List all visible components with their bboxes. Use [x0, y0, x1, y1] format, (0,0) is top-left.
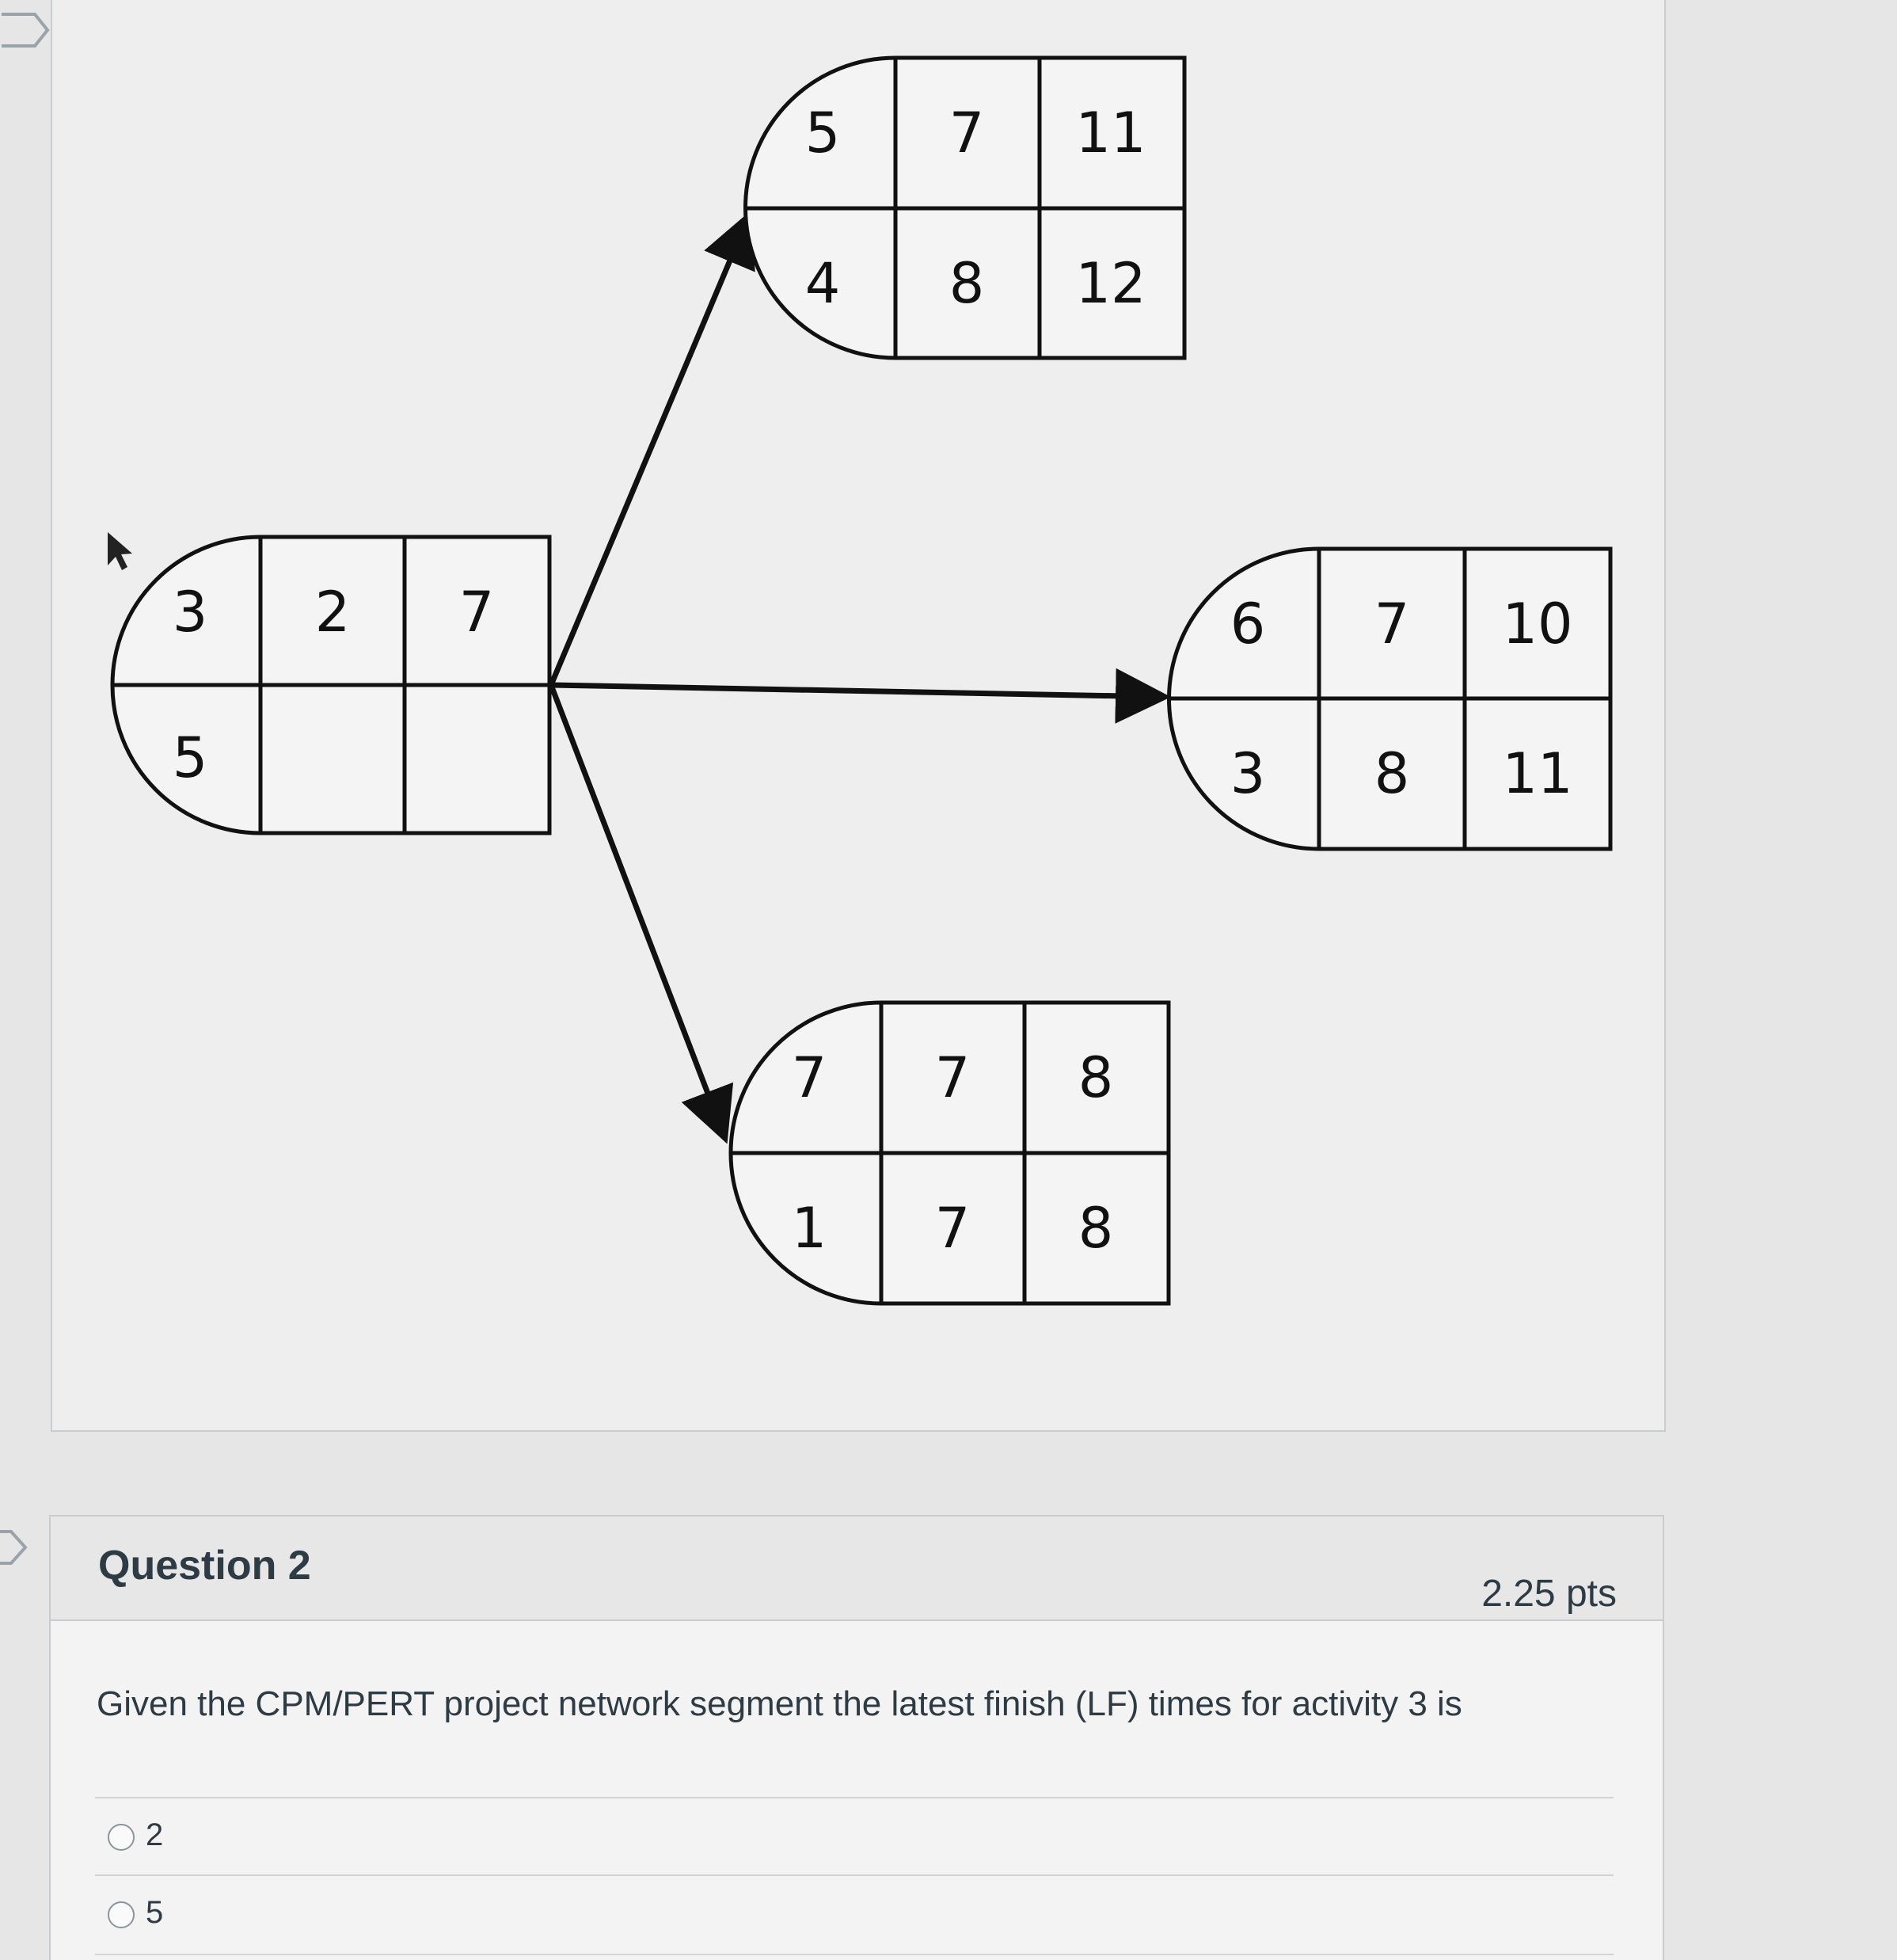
network-diagram: 3 2 7 5 5 7 11 4 8 12 6 7: [108, 55, 1613, 1306]
node-cell: 6: [1230, 592, 1266, 657]
node-cell: 7: [949, 101, 985, 166]
node-cell: 7: [459, 580, 495, 645]
node-activity-7: 7 7 8 1 7 8: [728, 1000, 1171, 1306]
node-cell: 3: [173, 580, 208, 645]
answer-label: 2: [146, 1817, 164, 1852]
node-cell: 7: [935, 1045, 971, 1110]
node-activity-5: 5 7 11 4 8 12: [743, 55, 1187, 360]
question-header: Question 2 2.25 pts: [51, 1517, 1663, 1621]
answer-option[interactable]: 2: [95, 1797, 1614, 1876]
node-activity-3: 3 2 7 5: [110, 535, 552, 835]
arrow-icon: [550, 668, 1171, 724]
question-points: 2.25 pts: [1481, 1573, 1617, 1615]
answer-label: 5: [146, 1895, 164, 1930]
node-cell: 5: [173, 725, 208, 790]
node-cell: 8: [949, 251, 985, 316]
arrow-icon: [548, 210, 755, 687]
question-card: Question 2 2.25 pts Given the CPM/PERT p…: [49, 1515, 1664, 1960]
node-cell: 10: [1502, 592, 1572, 657]
node-cell: 11: [1075, 101, 1146, 166]
question-text: Given the CPM/PERT project network segme…: [97, 1684, 1462, 1723]
node-cell: 4: [805, 251, 841, 316]
node-cell: 8: [1078, 1045, 1114, 1110]
radio-icon[interactable]: [108, 1824, 135, 1851]
node-cell: 3: [1230, 741, 1266, 806]
answer-option[interactable]: 5: [95, 1874, 1614, 1955]
flag-icon[interactable]: [0, 1528, 51, 1566]
flag-icon[interactable]: [0, 11, 51, 49]
radio-icon[interactable]: [108, 1901, 135, 1928]
diagram-panel: 3 2 7 5 5 7 11 4 8 12 6 7: [51, 0, 1666, 1432]
node-activity-6: 6 7 10 3 8 11: [1167, 546, 1613, 851]
question-title: Question 2: [98, 1543, 311, 1589]
node-cell: 7: [792, 1045, 827, 1110]
node-cell: 1: [792, 1196, 827, 1261]
node-cell: 12: [1075, 251, 1146, 316]
node-cell: 2: [315, 580, 351, 645]
node-cell: 8: [1374, 741, 1410, 806]
arrow-icon: [548, 683, 734, 1144]
arrows: [548, 210, 1171, 1144]
cursor-icon: [108, 532, 132, 570]
node-cell: 11: [1502, 741, 1572, 806]
node-cell: 8: [1078, 1196, 1114, 1261]
node-cell: 7: [1374, 592, 1410, 657]
node-cell: 7: [935, 1196, 971, 1261]
node-cell: 5: [805, 101, 841, 166]
